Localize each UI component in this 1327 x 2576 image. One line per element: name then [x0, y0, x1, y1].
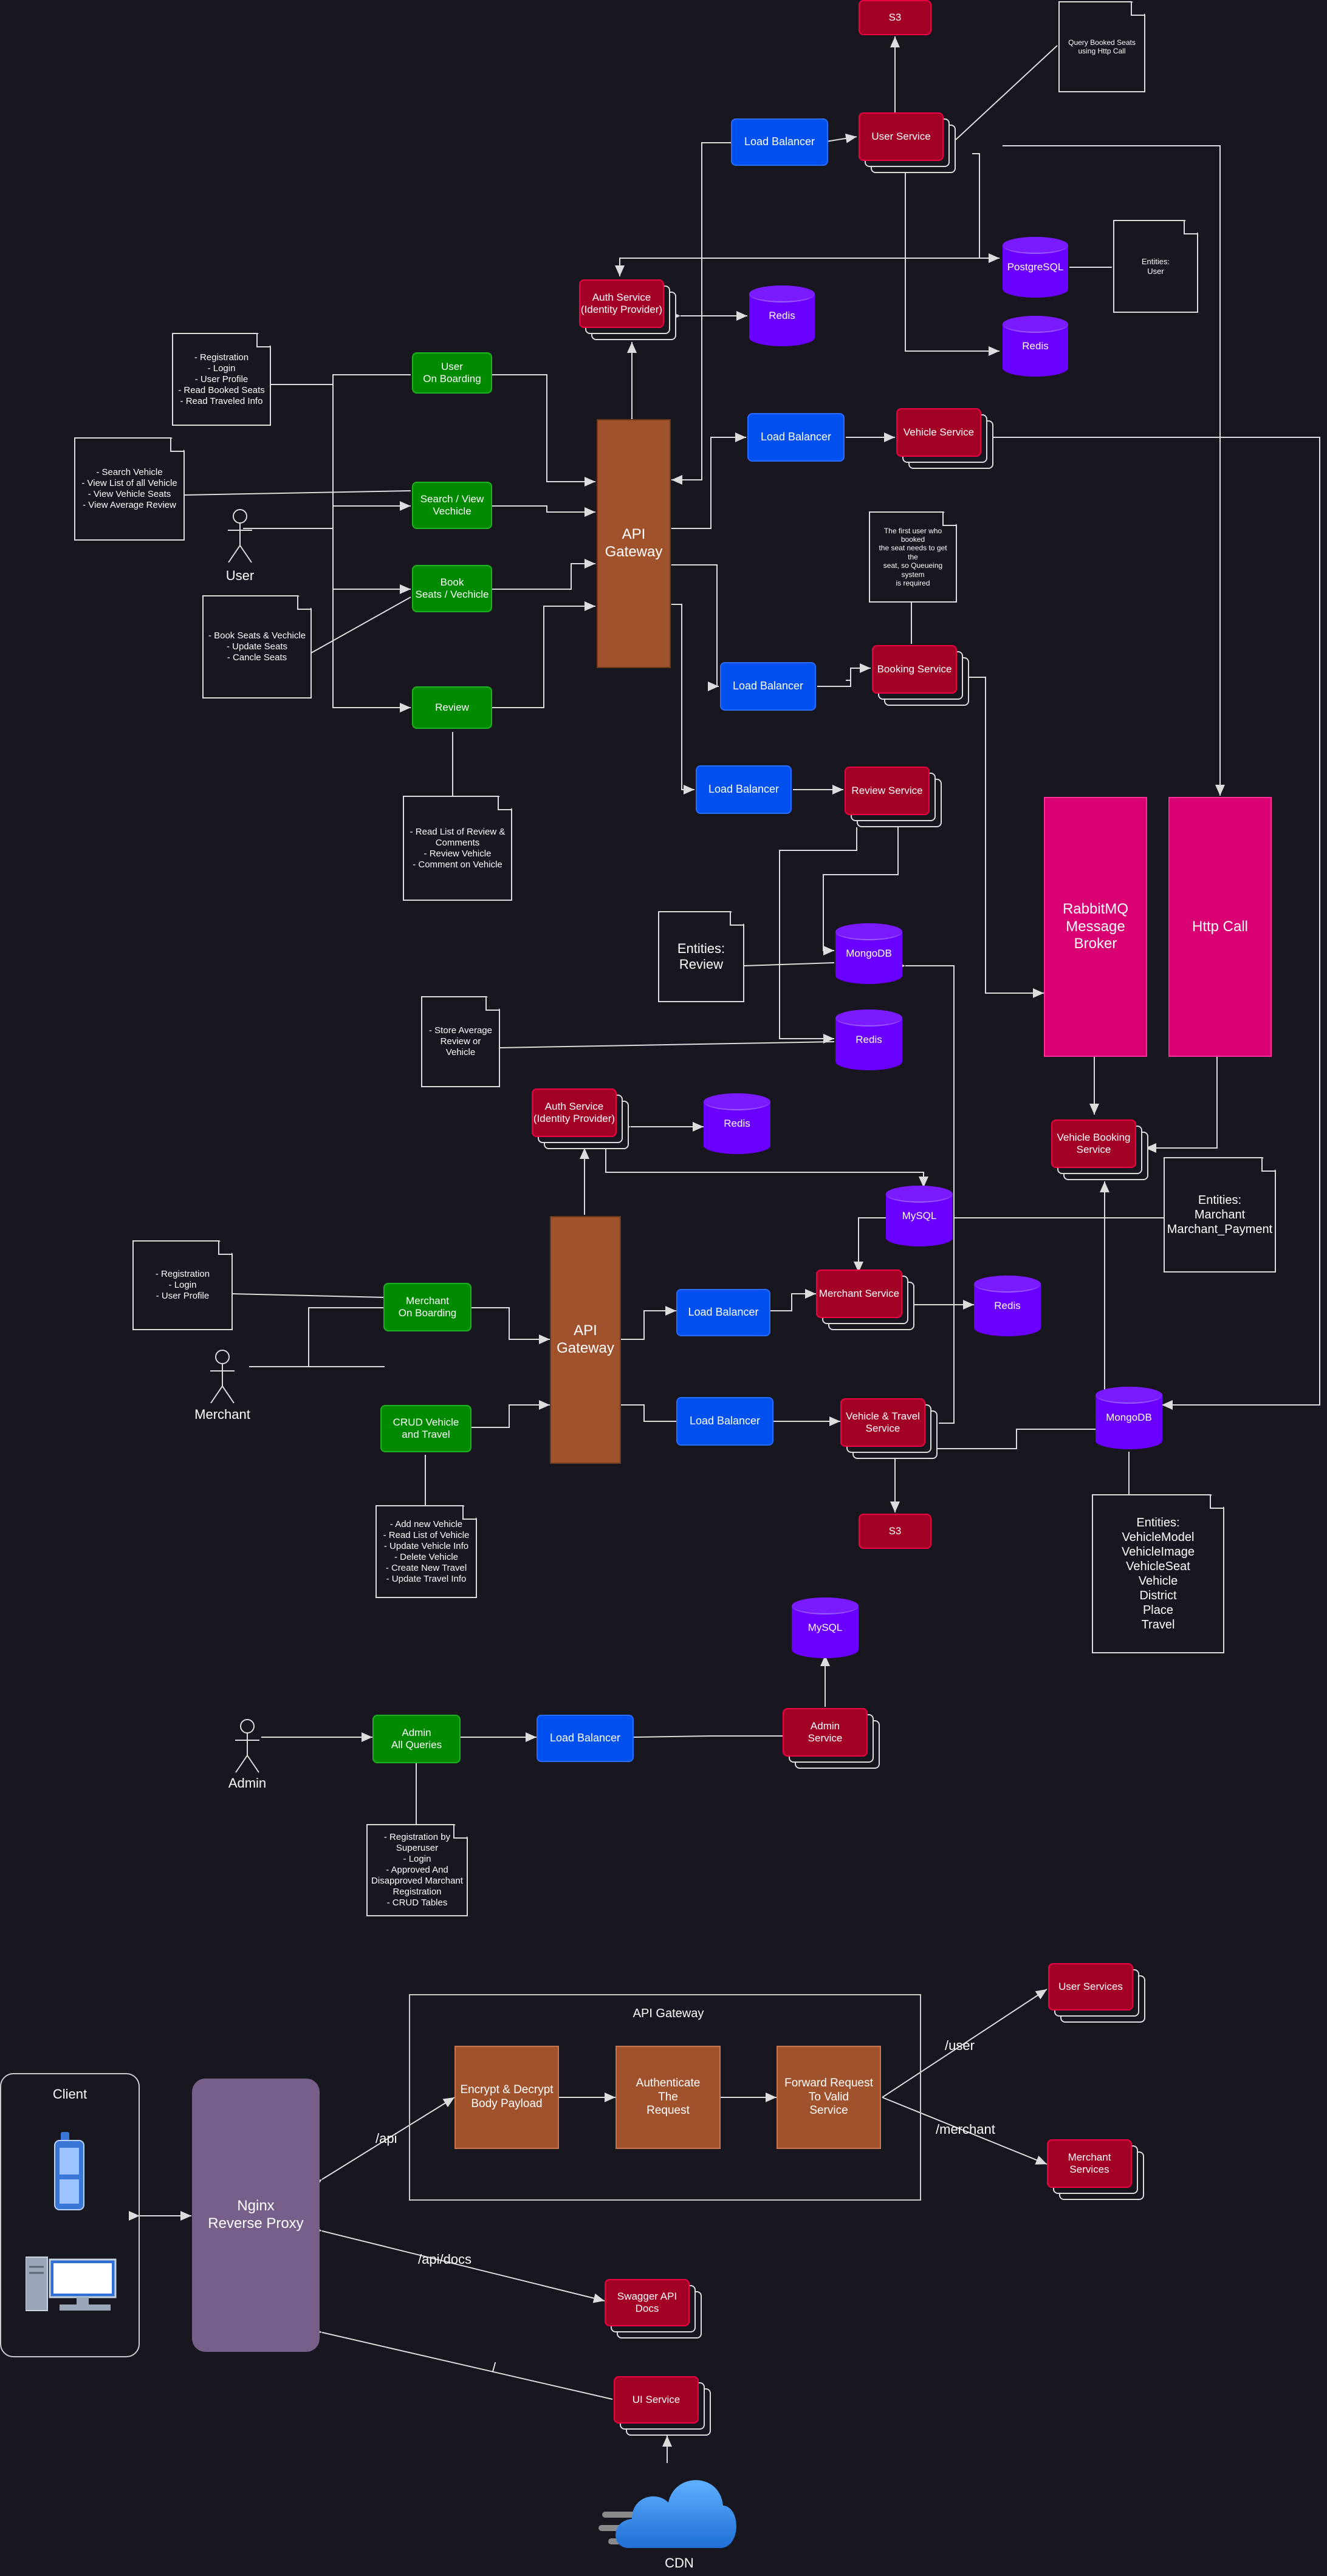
ui-service: UI Service	[614, 2376, 699, 2424]
api-gateway-user: API Gateway	[597, 419, 671, 668]
booking-service: Booking Service	[872, 645, 957, 694]
cdn-label: CDN	[665, 2555, 694, 2571]
mongodb-vehicle: MongoDB	[1096, 1387, 1162, 1449]
review-service: Review Service	[845, 767, 930, 815]
crud-note: - Add new Vehicle - Read List of Vehicle…	[375, 1505, 477, 1598]
vehicle-load-balancer: Load Balancer	[747, 413, 845, 462]
merchant-load-balancer: Load Balancer	[676, 1289, 770, 1336]
desktop-computer-icon	[26, 2257, 117, 2311]
merchant-actor-icon	[210, 1350, 235, 1404]
swagger-docs-service: Swagger API Docs	[605, 2279, 690, 2326]
crud-vehicle-node: CRUD Vehicle and Travel	[380, 1405, 471, 1452]
review-load-balancer: Load Balancer	[696, 765, 792, 814]
entities-merchant-note: Entities: Marchant Marchant_Payment	[1164, 1157, 1276, 1273]
redis-user: Redis	[1003, 316, 1068, 377]
nginx-reverse-proxy: Nginx Reverse Proxy	[192, 2079, 320, 2352]
route-user-label: /user	[945, 2038, 975, 2053]
client-title: Client	[52, 2086, 87, 2102]
route-root-label: /	[492, 2360, 496, 2375]
client-container: Client	[0, 2073, 140, 2357]
query-booked-seats-note: Query Booked Seats using Http Call	[1058, 1, 1145, 92]
average-review-note: - Store Average Review or Vehicle	[421, 996, 500, 1087]
queue-note: The first user who booked the seat needs…	[869, 511, 957, 603]
mysql-admin: MySQL	[792, 1597, 859, 1658]
merchant-services-node: Merchant Services	[1047, 2139, 1132, 2188]
http-call-node: Http Call	[1168, 797, 1272, 1057]
mysql-merchant: MySQL	[886, 1186, 953, 1246]
review-note: - Read List of Review & Comments - Revie…	[403, 796, 512, 901]
mobile-phone-icon	[54, 2132, 84, 2210]
vehicle-travel-load-balancer: Load Balancer	[676, 1397, 773, 1446]
api-gateway-frame-title: API Gateway	[633, 2007, 704, 2020]
api-gateway-merchant: API Gateway	[550, 1216, 621, 1464]
postgresql-db: PostgreSQL	[1003, 237, 1068, 298]
api-gateway-frame	[409, 1994, 921, 2201]
search-note: - Search Vehicle - View List of all Vehi…	[74, 437, 185, 541]
admin-note: - Registration by Superuser - Login - Ap…	[366, 1824, 468, 1916]
user-onboarding-node: User On Boarding	[412, 352, 492, 394]
admin-service: Admin Service	[783, 1708, 868, 1757]
cdn-cloud-icon	[598, 2480, 736, 2548]
merchant-actor-label: Merchant	[194, 1407, 250, 1422]
authenticate-step: Authenticate The Request	[615, 2046, 721, 2149]
route-merchant-label: /merchant	[936, 2122, 995, 2137]
redis-merchant: Redis	[974, 1276, 1041, 1336]
book-seats-node: Book Seats / Vechicle	[412, 565, 492, 612]
redis-auth-merchant: Redis	[704, 1093, 770, 1154]
merchant-onboarding-node: Merchant On Boarding	[383, 1283, 471, 1331]
user-actor-icon	[228, 509, 252, 563]
admin-actor-icon	[235, 1719, 259, 1773]
redis-review: Redis	[835, 1010, 902, 1070]
admin-load-balancer: Load Balancer	[537, 1715, 634, 1762]
mongodb-review: MongoDB	[835, 923, 902, 984]
auth-service-user: Auth Service (Identity Provider)	[579, 279, 664, 328]
route-api-label: /api	[375, 2131, 397, 2146]
vehicle-travel-service: Vehicle & Travel Service	[840, 1398, 925, 1447]
search-view-vehicle-node: Search / View Vechicle	[412, 482, 492, 529]
vehicle-booking-service: Vehicle Booking Service	[1051, 1119, 1136, 1168]
review-node: Review	[412, 686, 492, 729]
entities-user-note: Entities: User	[1113, 220, 1198, 313]
s3-bucket-top: S3	[859, 0, 931, 35]
s3-bucket-merchant: S3	[859, 1514, 931, 1549]
user-service: User Service	[859, 112, 944, 161]
redis-auth-user: Redis	[749, 285, 815, 346]
book-seats-note: - Book Seats & Vechicle - Update Seats -…	[202, 595, 312, 699]
user-actor-label: User	[225, 568, 255, 583]
booking-load-balancer: Load Balancer	[720, 662, 816, 711]
forward-request-step: Forward Request To Valid Service	[777, 2046, 881, 2149]
user-load-balancer: Load Balancer	[731, 118, 828, 166]
entities-review-note: Entities: Review	[658, 911, 744, 1002]
user-services-node: User Services	[1048, 1963, 1133, 2011]
merchant-service: Merchant Service	[816, 1269, 902, 1318]
encrypt-decrypt-step: Encrypt & Decrypt Body Payload	[454, 2046, 559, 2149]
admin-actor-label: Admin	[228, 1775, 267, 1791]
onboarding-note: - Registration - Login - User Profile - …	[172, 333, 271, 426]
entities-vehicle-note: Entities: VehicleModel VehicleImage Vehi…	[1092, 1494, 1224, 1653]
rabbitmq-broker: RabbitMQ Message Broker	[1044, 797, 1147, 1057]
auth-service-merchant: Auth Service (Identity Provider)	[532, 1088, 617, 1137]
admin-queries-node: Admin All Queries	[372, 1715, 461, 1763]
vehicle-service: Vehicle Service	[896, 408, 981, 457]
merchant-registration-note: - Registration - Login - User Profile	[132, 1240, 233, 1330]
route-docs-label: /api/docs	[418, 2252, 472, 2267]
